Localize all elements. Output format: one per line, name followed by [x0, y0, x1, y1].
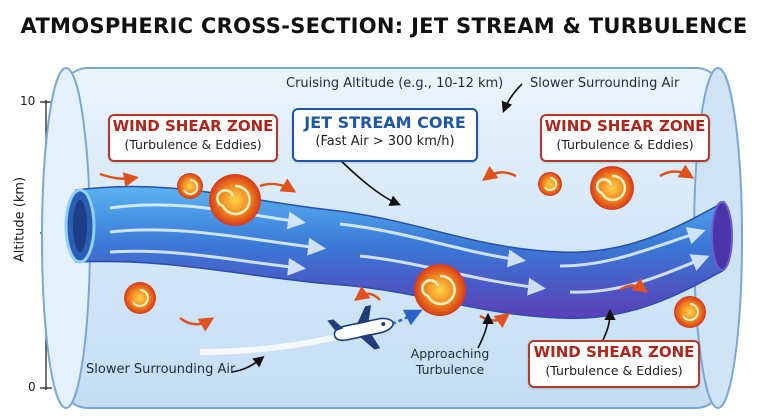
jet-stream-core-box: JET STREAM CORE (Fast Air > 300 km/h) [292, 108, 478, 162]
altitude-tick-top: 10 [20, 94, 36, 108]
altitude-tick-bottom: 0 [28, 380, 36, 394]
approaching-turbulence-label: Approaching Turbulence [396, 346, 504, 378]
wind-shear-subtitle: (Turbulence & Eddies) [556, 137, 694, 152]
jet-stream-core-title: JET STREAM CORE [304, 113, 466, 132]
eddy-icon [538, 172, 562, 196]
eddy-icon [414, 264, 466, 316]
wind-shear-box-bottom: WIND SHEAR ZONE (Turbulence & Eddies) [528, 340, 700, 388]
eddy-icon [124, 282, 156, 314]
eddy-icon [674, 296, 706, 328]
wind-shear-title: WIND SHEAR ZONE [112, 117, 274, 135]
turbulence-line: Turbulence [415, 362, 485, 377]
eddy-icon [209, 174, 261, 226]
wind-shear-subtitle: (Turbulence & Eddies) [124, 137, 262, 152]
slower-air-label-top: Slower Surrounding Air [530, 76, 680, 91]
approach-arrow [391, 309, 423, 326]
wind-shear-box-left: WIND SHEAR ZONE (Turbulence & Eddies) [108, 114, 278, 162]
diagram-title: ATMOSPHERIC CROSS-SECTION: JET STREAM & … [20, 14, 748, 38]
wind-shear-subtitle: (Turbulence & Eddies) [545, 363, 683, 378]
airplane-trail [199, 333, 341, 355]
slower-air-label-bottom: Slower Surrounding Air [86, 362, 236, 377]
wind-shear-title: WIND SHEAR ZONE [544, 117, 706, 135]
wind-shear-title: WIND SHEAR ZONE [533, 343, 695, 361]
altitude-axis-title: Altitude (km) [12, 176, 28, 263]
approaching-line: Approaching [410, 346, 490, 361]
cruising-altitude-label: Cruising Altitude (e.g., 10-12 km) [286, 76, 504, 91]
wind-shear-box-right: WIND SHEAR ZONE (Turbulence & Eddies) [540, 114, 710, 162]
eddy-icon [177, 173, 203, 199]
jet-stream-core-subtitle: (Fast Air > 300 km/h) [315, 134, 455, 149]
eddy-icon [590, 166, 634, 210]
